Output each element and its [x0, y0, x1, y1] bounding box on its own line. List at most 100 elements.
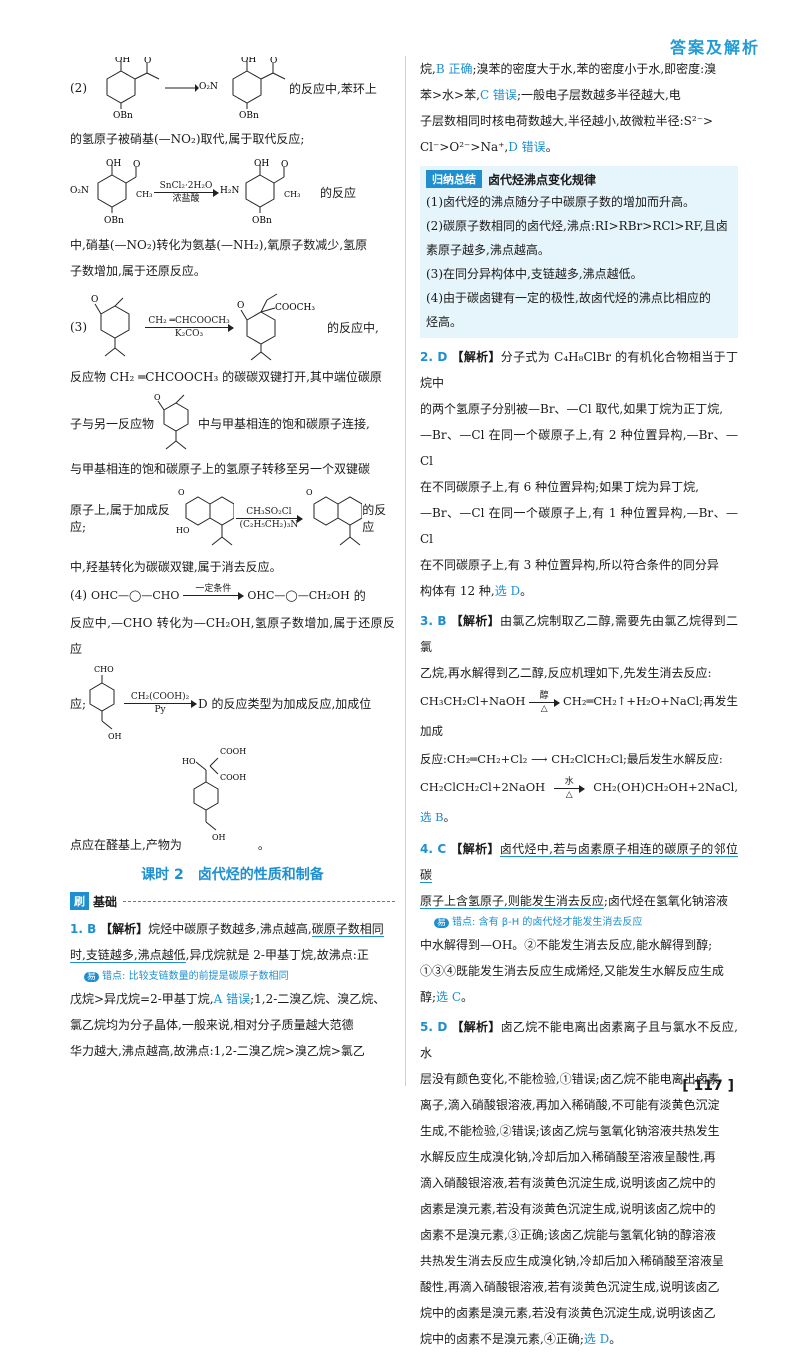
- q1-note: 易错点: 比较支链数量的前提是碳原子数相同: [84, 968, 395, 986]
- svg-text:O₂N: O₂N: [199, 82, 218, 92]
- reagent-5-top: CH₂(COOH)₂: [130, 691, 190, 702]
- q5-line: 卤素不是溴元素,③正确;该卤乙烷能与氢氧化钠的醇溶液: [420, 1228, 716, 1242]
- basic-tag-label: 基础: [93, 894, 118, 909]
- answer-d-wrong: D 错误: [508, 140, 546, 154]
- reaction-arrow-3b: CH₃SO₂Cl (C₂H₅CH₂)₃N: [235, 506, 303, 530]
- q5-number: 5. D: [420, 1020, 448, 1034]
- reaction-arrow-4: 一定条件: [183, 583, 245, 607]
- svg-text:OH: OH: [241, 57, 256, 65]
- svg-text:OBn: OBn: [239, 111, 259, 119]
- q2-line: 在不同碳原子上,有 6 种位置异构;如果丁烷为异丁烷,: [420, 480, 699, 494]
- q4-line1u: 卤代烃中,若与卤素原子相连的碳原子的邻位碳: [420, 842, 738, 883]
- reagent-3a-bottom: K₂CO₃: [174, 328, 204, 339]
- q4-note: 易错点: 含有 β-H 的卤代烃才能发生消去反应: [434, 914, 738, 932]
- section-title: 课时 2 卤代烃的性质和制备: [141, 867, 324, 883]
- q4-answer: 选 C: [436, 990, 462, 1004]
- q5-line: 水解反应生成溴化钠,冷却后加入稀硝酸至溶液呈酸性,再: [420, 1150, 716, 1164]
- q2-line: —Br、—Cl 在同一个碳原子上,有 1 种位置异构,—Br、—Cl: [420, 506, 738, 546]
- text-3a-line4: 原子上,属于加成反应;: [70, 503, 170, 534]
- q4-note-icon: 易: [434, 918, 450, 928]
- summary-title: 卤代烃沸点变化规律: [488, 172, 597, 187]
- svg-text:OH: OH: [254, 159, 269, 169]
- svg-text:O: O: [133, 160, 140, 170]
- text-3b-line: 中,羟基转化为碳碳双键,属于消去反应。: [70, 560, 282, 574]
- r3: 子层数相同时核电荷数越大,半径越小,故微粒半径:S²⁻>: [420, 114, 714, 128]
- header-title: 答案及解析: [669, 38, 760, 57]
- q3-eq2: 反应:CH₂═CH₂+Cl₂ ⟶ CH₂ClCH₂Cl;最后发生水解反应:: [420, 752, 723, 766]
- structure-reactant-3b: O HO: [176, 488, 234, 546]
- q3-tag: 【解析】: [450, 614, 500, 628]
- q2-line: 的两个氢原子分别被—Br、—Cl 取代,如果丁烷为正丁烷,: [420, 402, 724, 416]
- q5-line: 卤乙烷不能电离出卤素离子且与氯水不反应,水: [420, 1020, 738, 1060]
- q1-note-icon: 易: [84, 972, 100, 982]
- q3-eq1-arrow: 醇 △: [529, 691, 561, 714]
- text-2a-line: 的氢原子被硝基(—NO₂)取代,属于取代反应;: [70, 132, 305, 146]
- q3-number: 3. B: [420, 614, 447, 628]
- svg-text:CHO: CHO: [94, 665, 114, 674]
- summary-badge: 归纳总结: [426, 170, 482, 188]
- q2-answer: 选 D: [494, 584, 521, 598]
- text-4-tail: 的: [353, 588, 366, 603]
- q4-note-text: 错点: 含有 β-H 的卤代烃才能发生消去反应: [452, 917, 643, 928]
- q2-end: 。: [520, 584, 533, 598]
- q1-note-text: 错点: 比较支链数量的前提是碳原子数相同: [102, 971, 289, 982]
- q1-answer-a: A 错误: [213, 992, 251, 1006]
- r2c: ;一般电子层数越多半径越大,电: [516, 88, 681, 102]
- svg-text:HO: HO: [176, 526, 190, 535]
- text-3b-tail: 的反应: [362, 503, 387, 534]
- structure-product-3b: O: [306, 488, 363, 546]
- structure-inline-3a: O: [154, 393, 189, 450]
- structure-product-2a: O₂N OH O OBn: [199, 57, 286, 119]
- q4-number: 4. C: [420, 842, 447, 856]
- reagent-4: 一定条件: [195, 583, 232, 594]
- text-2b-line1: 中,硝基(—NO₂)转化为氨基(—NH₂),氧原子数减少,氢原: [70, 238, 368, 252]
- svg-text:O₂N: O₂N: [70, 186, 89, 196]
- reagent-2b-bottom: 浓盐酸: [172, 193, 200, 204]
- r4c: 。: [545, 140, 558, 154]
- basic-tag-line: [123, 900, 395, 902]
- product-4: OHC—◯—CH₂OH: [247, 588, 350, 602]
- question-4: 4. C 【解析】卤代烃中,若与卤素原子相连的碳原子的邻位碳 原子上含氢原子,则…: [420, 836, 738, 1010]
- q4-line4: ①③④既能发生消去反应生成烯烃,又能发生水解反应生成: [420, 964, 724, 978]
- svg-text:O: O: [91, 295, 98, 305]
- svg-text:O: O: [281, 160, 288, 170]
- q2-line: 在不同碳原子上,有 3 种位置异构,所以符合条件的同分异: [420, 558, 719, 572]
- svg-text:O: O: [237, 301, 244, 311]
- structure-product-2b: H₂N OH O CH₃ OBn: [220, 159, 300, 226]
- summary-item: (4)由于碳卤键有一定的极性,故卤代烃的沸点比相应的: [426, 291, 711, 305]
- q1-text2: ,异戊烷就是 2-甲基丁烷,故沸点:正: [185, 948, 369, 962]
- text-2b-line2: 子数增加,属于还原反应。: [70, 264, 206, 278]
- reagent-5-bottom: Py: [154, 704, 166, 715]
- q3-line2: 乙烷,再水解得到乙二醇,反应机理如下,先发生消去反应:: [420, 666, 712, 680]
- structure-product-3a: O COOCH₃: [237, 293, 315, 361]
- r1c: ;溴苯的密度大于水,苯的密度小于水,即密度:溴: [472, 62, 717, 76]
- svg-text:CH₃: CH₃: [136, 190, 152, 199]
- text-3a-line1: 反应物 CH₂ ═CHCOOCH₃ 的碳碳双键打开,其中端位碳原: [70, 370, 382, 384]
- column-divider: [405, 56, 406, 1086]
- reagent-3a-top: CH₂ ═CHCOOCH₃: [148, 315, 230, 326]
- reagent-3b-top: CH₃SO₂Cl: [246, 506, 292, 517]
- summary-item: (3)在同分异构体中,支链越多,沸点越低。: [426, 267, 643, 281]
- q3-eq3-bottom: △: [565, 789, 573, 800]
- left-column: (2) OH O OBn O₂N OH O OBn 的反应中,苯环: [70, 56, 395, 1064]
- structure-product-5: HO COOH COOH OH: [182, 747, 246, 842]
- q5-answer: 选 D: [583, 1332, 610, 1346]
- q2-number: 2. D: [420, 350, 448, 364]
- q3-eq3-top: 水: [564, 776, 574, 787]
- q5-line: 卤素是溴元素,若没有淡黄色沉淀生成,说明该卤乙烷中的: [420, 1202, 716, 1216]
- reaction-5: 应; CHO OH CH₂(COOH)₂ Py D 的反应类型为加成反应,加成位: [70, 662, 395, 744]
- structure-reactant-2a: OH O OBn: [106, 57, 160, 119]
- q5-tag: 【解析】: [451, 1020, 501, 1034]
- svg-text:O: O: [144, 57, 151, 66]
- svg-text:CH₃: CH₃: [284, 190, 300, 199]
- q1-text2u: 时,支链越多,沸点越低: [70, 948, 186, 963]
- summary-item: 烃高。: [426, 315, 463, 329]
- q1-text4: 氯乙烷均为分子晶体,一般来说,相对分子质量越大范德: [70, 1018, 354, 1032]
- question-2: 2. D 【解析】分子式为 C₄H₈ClBr 的有机化合物相当于丁烷中 的两个氢…: [420, 344, 738, 604]
- q3-eq3: CH₂ClCH₂Cl+2NaOH 水 △ CH₂(OH)CH₂OH+2NaCl,…: [420, 772, 738, 832]
- text-2a-tail: 的反应中,苯环上: [289, 81, 377, 96]
- text-5-end: 。: [257, 838, 270, 852]
- q2-line: 分子式为 C₄H₈ClBr 的有机化合物相当于丁烷中: [420, 350, 738, 390]
- q4-line2: ;卤代烃在氢氧化钠溶液: [603, 894, 728, 908]
- answer-c-wrong: C 错误: [479, 88, 517, 102]
